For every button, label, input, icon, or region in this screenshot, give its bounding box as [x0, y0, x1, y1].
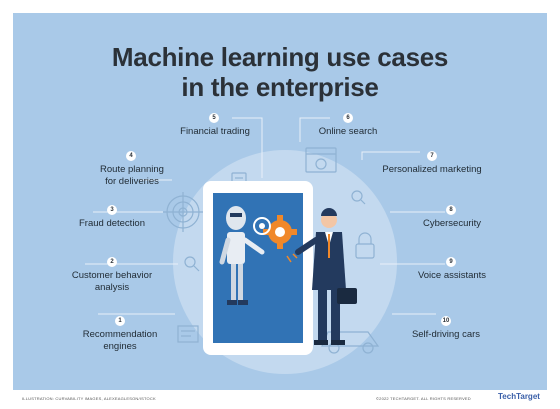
title-line-1: Machine learning use cases: [111, 42, 449, 72]
use-case-7-label: Personalized marketing: [382, 164, 482, 175]
use-case-2-number: 2: [107, 257, 117, 267]
use-case-3-number: 3: [107, 205, 117, 215]
magnifier-icon: [184, 256, 200, 272]
person-search-icon: [351, 190, 366, 205]
gear-outline-icon: [253, 217, 271, 235]
use-case-4-number: 4: [126, 151, 136, 161]
title-line-2: in the enterprise: [181, 72, 379, 102]
use-case-4-label: Route planning for deliveries: [100, 164, 164, 187]
spark-icon: [286, 253, 298, 263]
use-case-5-number: 5: [209, 113, 219, 123]
use-case-8-label: Cybersecurity: [422, 218, 482, 229]
connector-6: [299, 117, 330, 142]
use-case-7-number: 7: [427, 151, 437, 161]
use-case-10-number: 10: [441, 316, 451, 326]
briefcase-icon: [337, 288, 357, 304]
use-case-2-label: Customer behavior analysis: [71, 270, 153, 293]
connector-5: [232, 117, 263, 178]
use-case-1-label: Recommendation engines: [82, 329, 158, 352]
use-case-1-number: 1: [115, 316, 125, 326]
chart-screen-icon: [177, 325, 199, 343]
use-case-10-label: Self-driving cars: [411, 329, 481, 340]
page-title: Machine learning use cases in the enterp…: [0, 42, 560, 102]
use-case-9-label: Voice assistants: [417, 270, 487, 281]
use-case-8-number: 8: [446, 205, 456, 215]
connector-lines: [85, 117, 445, 315]
robot-figure: [219, 206, 265, 305]
tablet-device: [203, 181, 313, 355]
copyright-notice: ©2022 TECHTARGET. ALL RIGHTS RESERVED: [376, 396, 471, 401]
businessman-figure: [295, 208, 357, 345]
use-case-6-label: Online search: [318, 126, 378, 137]
use-case-3-label: Fraud detection: [78, 218, 145, 229]
brand-logo: TechTarget: [498, 392, 540, 401]
use-case-9-number: 9: [446, 257, 456, 267]
use-case-6-number: 6: [343, 113, 353, 123]
connector-7: [361, 151, 420, 160]
browser-icon: [305, 147, 337, 173]
illustration-credit: ILLUSTRATION: CURVABILITY IMAGES, ALEXEA…: [22, 396, 156, 401]
use-case-5-label: Financial trading: [180, 126, 250, 137]
shield-lock-icon: [355, 232, 375, 259]
target-icon: [163, 192, 203, 232]
